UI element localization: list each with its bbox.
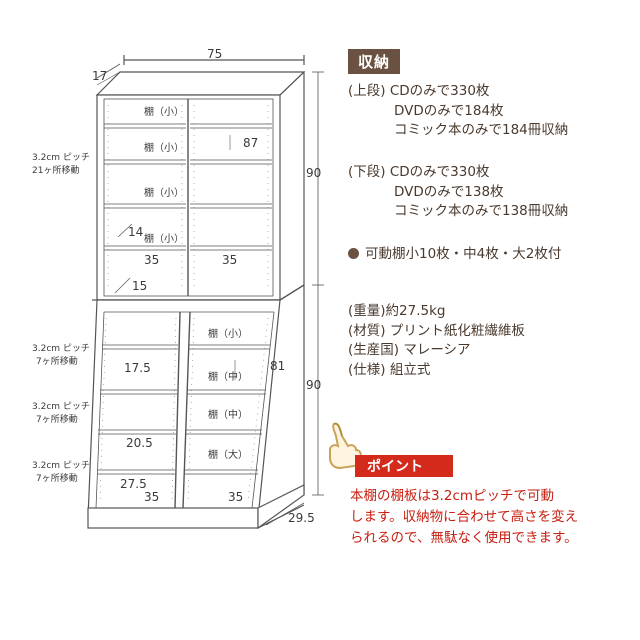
storage-lower-line-2: DVDのみで138枚 [394, 183, 504, 200]
pitch-label-2-line2: 7ヶ所移動 [36, 355, 78, 367]
upper-shelf-depth: 14 [128, 225, 143, 239]
upper-inner-height: 87 [243, 136, 258, 150]
spec-assembly: (仕様) 組立式 [348, 361, 431, 378]
shelf-label-lower-3: 棚（中） [208, 408, 248, 421]
pitch-label-3-line1: 3.2cm ピッチ [32, 401, 90, 412]
lower-depth-2: 20.5 [126, 436, 153, 450]
shelf-label-upper-3: 棚（小） [144, 186, 184, 199]
shelf-label-upper-2: 棚（小） [144, 141, 184, 154]
shelf-label-upper-4: 棚（小） [144, 232, 184, 245]
storage-upper: (上段) CDのみで330枚 DVDのみで184枚 コミック本のみで184冊収納 [348, 82, 568, 141]
bullet-dot-icon [348, 248, 359, 259]
shelf-label-upper-1: 棚（小） [144, 105, 184, 118]
shelf-label-lower-1: 棚（小） [208, 327, 248, 340]
storage-upper-label: (上段) [348, 83, 386, 99]
spec-weight: (重量)約27.5kg [348, 303, 446, 319]
lower-depth-3: 27.5 [120, 477, 147, 491]
lower-right-width: 35 [228, 490, 243, 504]
storage-lower-line-1: CDのみで330枚 [389, 164, 490, 180]
pitch-label-3-line2: 7ヶ所移動 [36, 413, 78, 425]
lower-depth-1: 17.5 [124, 361, 151, 375]
storage-upper-line-3: コミック本のみで184冊収納 [394, 122, 569, 138]
point-badge: ポイント [355, 455, 453, 477]
spec-origin: (生産国) マレーシア [348, 342, 471, 358]
storage-upper-line-2: DVDのみで184枚 [394, 102, 504, 119]
height-upper-dimension: 90 [306, 166, 321, 180]
movable-shelves-note: 可動棚小10枚・中4枚・大2枚付 [348, 242, 561, 262]
shelf-label-lower-4: 棚（大） [208, 448, 248, 461]
storage-title: 収納 [348, 49, 401, 74]
point-description: 本棚の棚板は3.2cmピッチで可動 します。収納物に合わせて高さを変え られるの… [350, 486, 578, 549]
spec-material: (材質) プリント紙化粧繊維板 [348, 322, 525, 339]
storage-lower-line-3: コミック本のみで138冊収納 [394, 203, 569, 219]
pitch-label-1-line1: 3.2cm ピッチ [32, 152, 90, 163]
lower-inner-height: 81 [270, 359, 285, 373]
upper-left-width: 35 [144, 253, 159, 267]
movable-shelves-text: 可動棚小10枚・中4枚・大2枚付 [365, 246, 562, 262]
product-specs: (重量)約27.5kg (材質) プリント紙化粧繊維板 (生産国) マレーシア … [348, 302, 525, 380]
point-line-3: られるので、無駄なく使用できます。 [350, 530, 578, 546]
depth-top-dimension: 17 [92, 69, 107, 83]
bookshelf-diagram: 75 17 90 90 29.5 87 81 35 35 14 15 17.5 … [32, 47, 324, 530]
point-line-2: します。収納物に合わせて高さを変え [350, 509, 579, 525]
storage-lower: (下段) CDのみで330枚 DVDのみで138枚 コミック本のみで138冊収納 [348, 163, 568, 222]
depth-base-dimension: 29.5 [288, 511, 315, 525]
upper-bottom-depth: 15 [132, 279, 147, 293]
upper-right-width: 35 [222, 253, 237, 267]
storage-upper-line-1: CDのみで330枚 [389, 83, 490, 99]
height-lower-dimension: 90 [306, 378, 321, 392]
pitch-label-4-line2: 7ヶ所移動 [36, 472, 78, 484]
lower-left-width: 35 [144, 490, 159, 504]
point-line-1: 本棚の棚板は3.2cmピッチで可動 [350, 488, 555, 504]
pitch-label-2-line1: 3.2cm ピッチ [32, 343, 90, 354]
pitch-label-1-line2: 21ヶ所移動 [32, 164, 79, 176]
width-dimension: 75 [207, 47, 222, 61]
pitch-label-4-line1: 3.2cm ピッチ [32, 460, 90, 471]
storage-lower-label: (下段) [348, 164, 386, 180]
shelf-label-lower-2: 棚（中） [208, 370, 248, 383]
